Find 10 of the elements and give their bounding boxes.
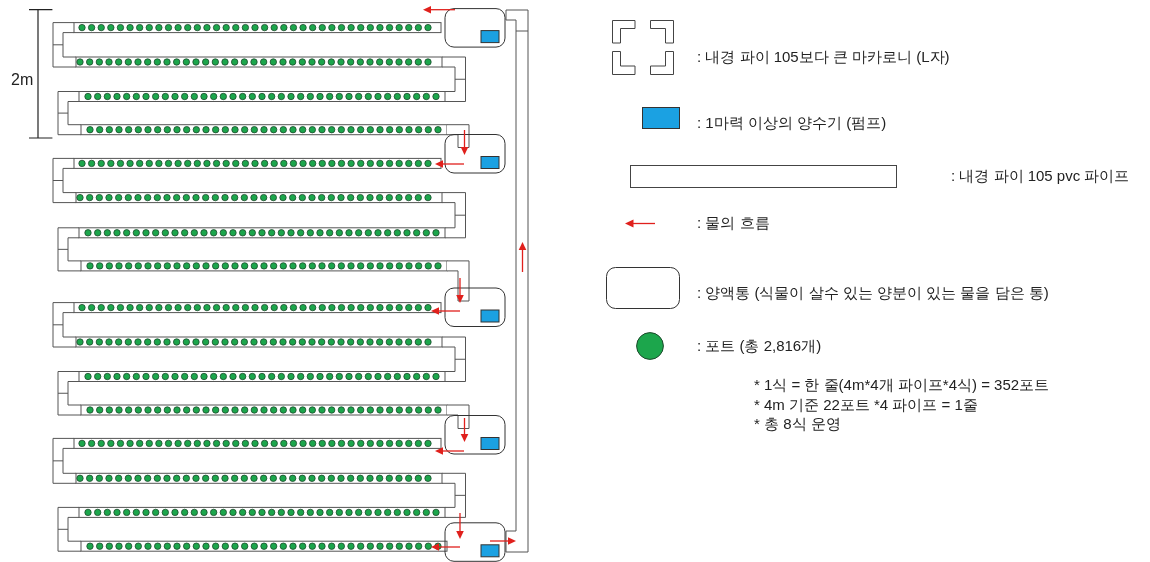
- legend-text: : 내경 파이 105보다 큰 마카로니 (L자): [697, 47, 950, 67]
- note-text: * 1식 = 한 줄(4m*4개 파이프*4식) = 352포트: [754, 375, 1050, 395]
- note-text: * 4m 기준 22포트 *4 파이프 = 1줄: [754, 394, 978, 415]
- legend-text: : 양액통 (식물이 살수 있는 양분이 있는 물을 담은 통): [697, 283, 1049, 303]
- legend-text: : 포트 (총 2,816개): [697, 336, 822, 356]
- legend-text: : 물의 흐름: [697, 213, 770, 233]
- dimension-label: 2m: [11, 70, 34, 90]
- note-text: * 총 8식 운영: [754, 414, 841, 434]
- legend-text: : 1마력 이상의 양수기 (펌프): [697, 113, 887, 133]
- legend-text: : 내경 파이 105 pvc 파이프: [951, 166, 1130, 186]
